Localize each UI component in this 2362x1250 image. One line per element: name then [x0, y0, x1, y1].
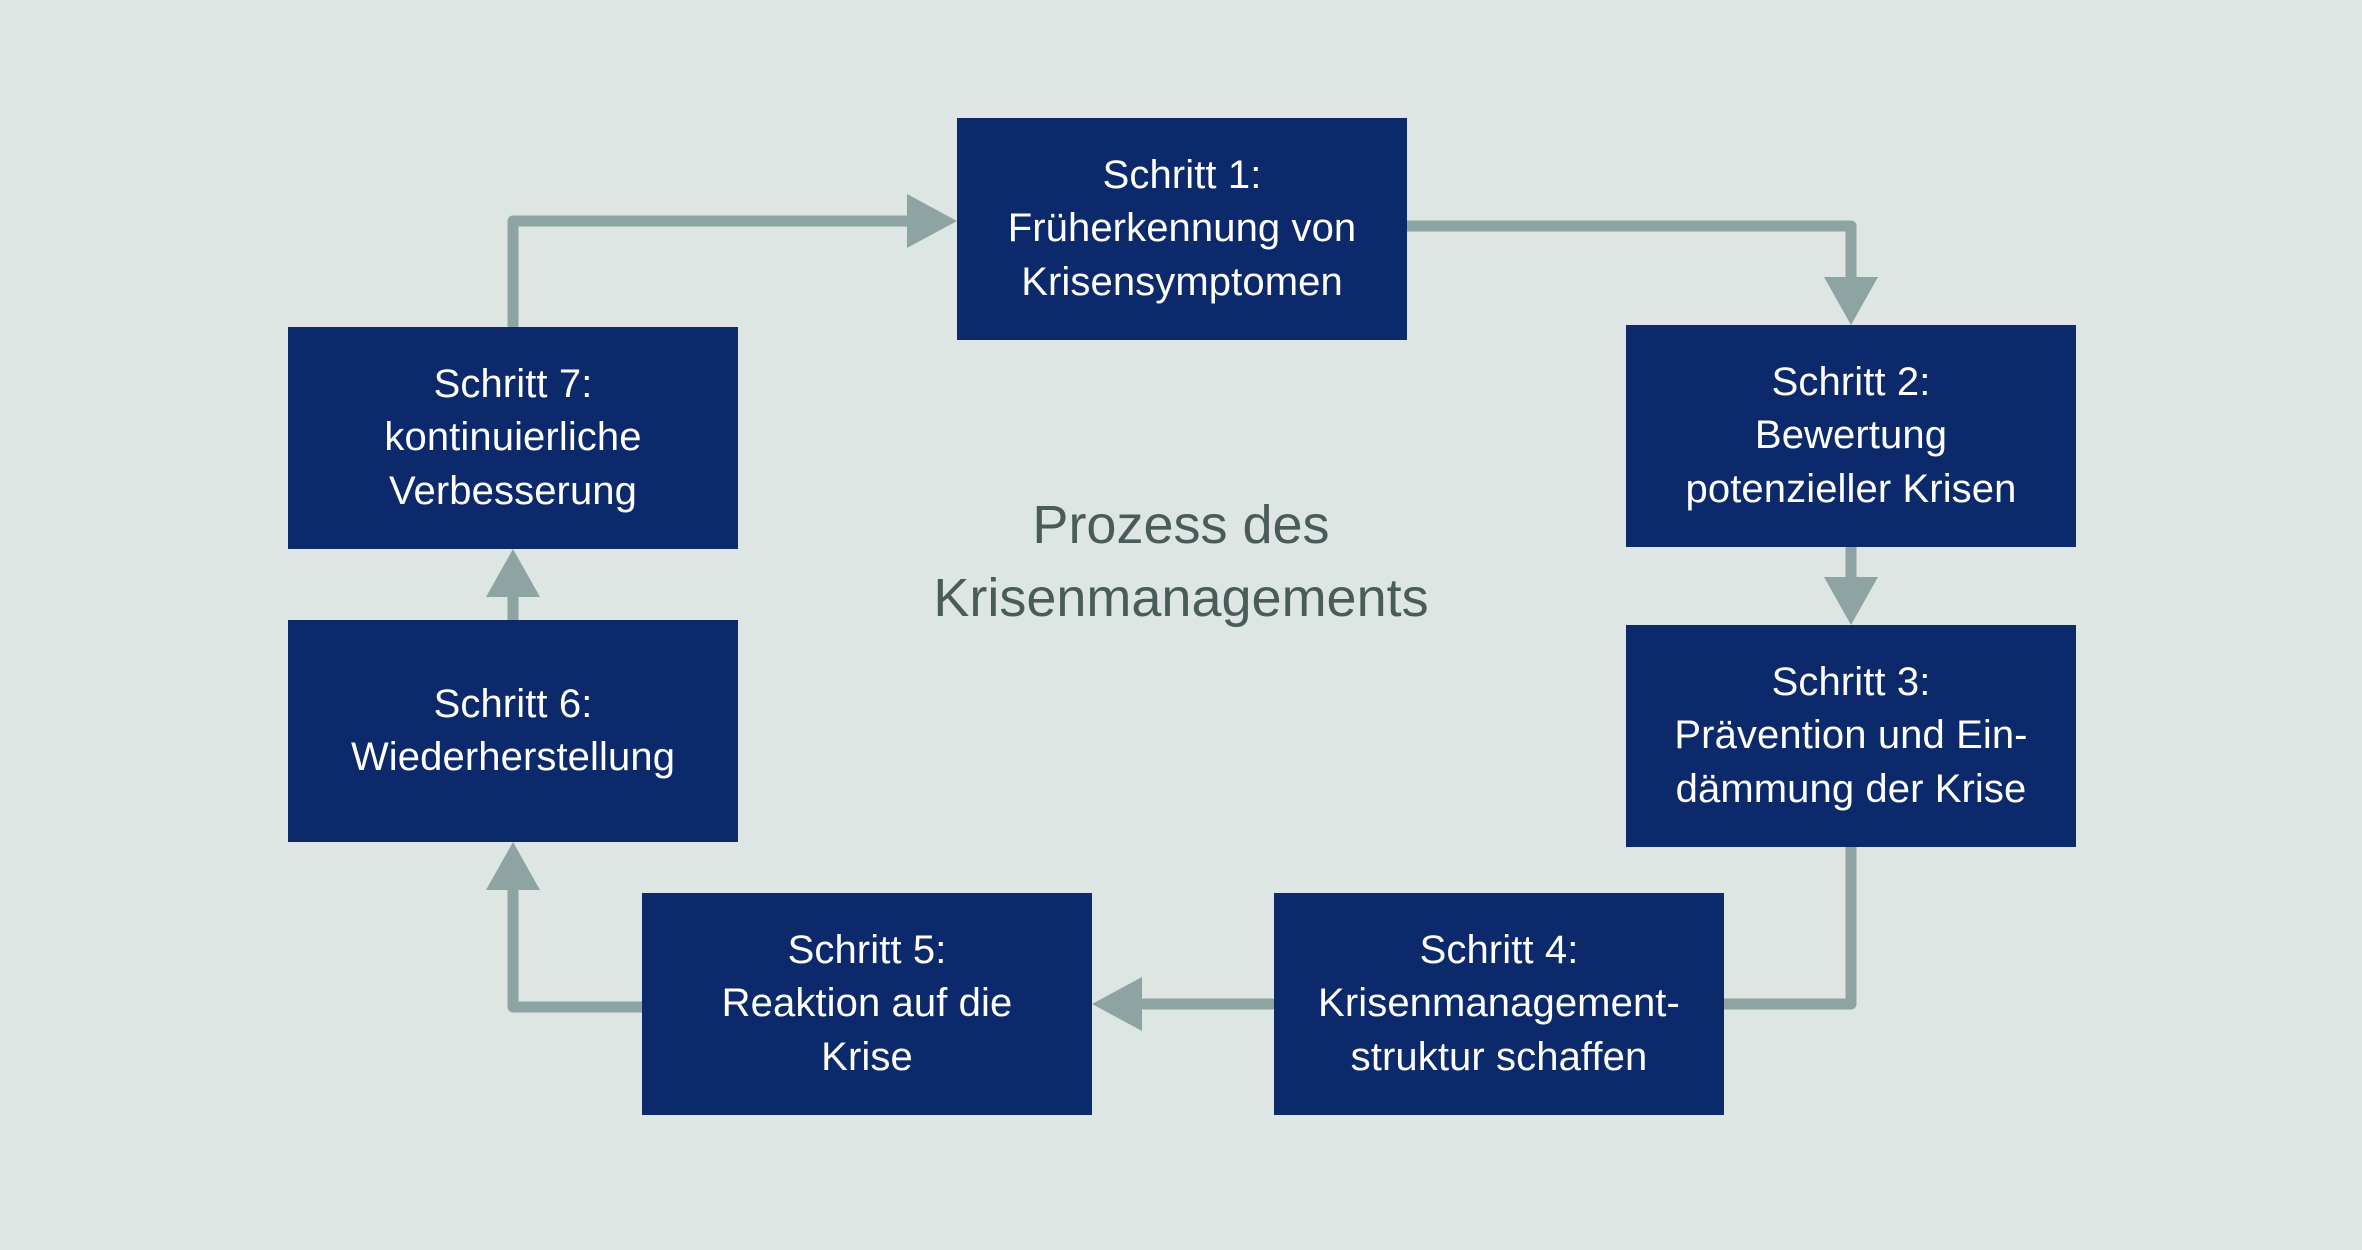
diagram-title-line-2: Krisenmanagements — [933, 567, 1429, 628]
step7-line-1: Schritt 7: — [433, 362, 593, 407]
connector-step6-to-step7 — [486, 549, 540, 620]
step7-line-2: kontinuierliche — [384, 415, 642, 460]
connector-step7-to-step1 — [507, 194, 957, 327]
step4-line-3: struktur schaffen — [1350, 1034, 1648, 1079]
step3-line-2: Prävention und Ein- — [1674, 713, 2028, 758]
step-box-step5[interactable]: Schritt 5: Reaktion auf die Krise — [642, 893, 1092, 1115]
step5-line-3: Krise — [821, 1034, 913, 1079]
step-box-step2[interactable]: Schritt 2: Bewertung potenzieller Krisen — [1626, 325, 2076, 547]
step4-line-1: Schritt 4: — [1419, 928, 1579, 973]
diagram-title-line-1: Prozess des — [1032, 495, 1330, 555]
connector-step1-to-step2 — [1407, 220, 1878, 325]
step1-line-3: Krisensymptomen — [1021, 259, 1343, 304]
step-box-step6[interactable]: Schritt 6: Wiederherstellung — [288, 620, 738, 842]
step5-line-2: Reaktion auf die — [721, 981, 1013, 1026]
step4-line-2: Krisenmanagement- — [1318, 981, 1680, 1026]
connector-step5-to-step6 — [486, 842, 642, 1013]
diagram-title: Prozess des Krisenmanagements — [861, 489, 1501, 635]
step5-line-1: Schritt 5: — [787, 928, 947, 973]
step2-line-2: Bewertung — [1754, 413, 1948, 458]
connector-step2-to-step3 — [1824, 547, 1878, 625]
step-box-step1[interactable]: Schritt 1: Früherkennung von Krisensympt… — [957, 118, 1407, 340]
step1-line-1: Schritt 1: — [1102, 153, 1262, 198]
step2-line-3: potenzieller Krisen — [1685, 466, 2017, 511]
step1-line-2: Früherkennung von — [1007, 206, 1357, 251]
step3-line-1: Schritt 3: — [1771, 660, 1931, 705]
step-box-step7[interactable]: Schritt 7: kontinuierliche Verbesserung — [288, 327, 738, 549]
connector-step4-to-step5 — [1092, 977, 1274, 1031]
step6-line-1: Schritt 6: — [433, 681, 593, 726]
step3-line-3: dämmung der Krise — [1675, 766, 2027, 811]
step2-line-1: Schritt 2: — [1771, 360, 1931, 405]
step7-line-3: Verbesserung — [388, 468, 638, 513]
step-box-step4[interactable]: Schritt 4: Krisenmanagement- struktur sc… — [1274, 893, 1724, 1115]
step6-line-2: Wiederherstellung — [350, 735, 676, 779]
step-box-step3[interactable]: Schritt 3: Prävention und Ein- dämmung d… — [1626, 625, 2076, 847]
